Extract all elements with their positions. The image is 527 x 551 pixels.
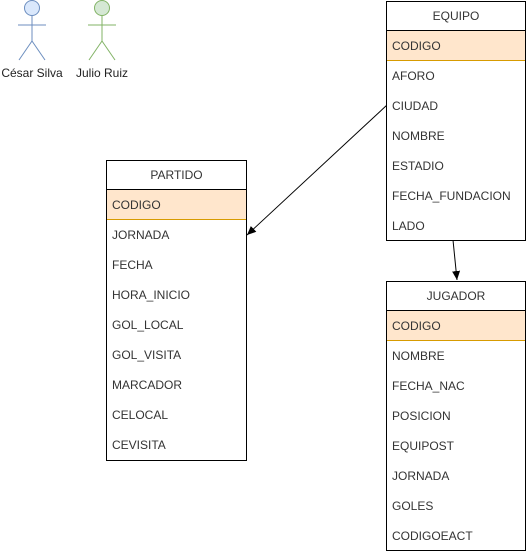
entity-field: NOMBRE bbox=[392, 129, 445, 143]
entity-field: ESTADIO bbox=[392, 159, 444, 173]
entity-title: PARTIDO bbox=[107, 161, 246, 190]
actor-figure-icon bbox=[88, 0, 116, 61]
entity-partido[interactable]: PARTIDO CODIGO JORNADA FECHA HORA_INICIO… bbox=[106, 160, 247, 461]
entity-field: LADO bbox=[392, 219, 425, 233]
entity-field: JORNADA bbox=[392, 469, 450, 483]
entity-field: NOMBRE bbox=[392, 349, 445, 363]
entity-jugador[interactable]: JUGADOR CODIGO NOMBRE FECHA_NAC POSICION… bbox=[386, 281, 526, 551]
actor-label: Julio Ruiz bbox=[75, 66, 129, 80]
actor-figure-icon bbox=[18, 0, 46, 61]
entity-title: EQUIPO bbox=[387, 2, 525, 31]
entity-field: POSICION bbox=[392, 409, 451, 423]
entity-equipo[interactable]: EQUIPO CODIGO AFORO CIUDAD NOMBRE ESTADI… bbox=[386, 1, 526, 241]
entity-title: JUGADOR bbox=[387, 282, 525, 311]
entity-field: CIUDAD bbox=[392, 99, 439, 113]
entity-field: HORA_INICIO bbox=[112, 288, 191, 302]
entity-field: CODIGOEACT bbox=[392, 529, 473, 543]
entity-field: FECHA bbox=[112, 258, 153, 272]
entity-field: CEVISITA bbox=[112, 438, 166, 452]
entity-field: GOLES bbox=[392, 499, 434, 513]
entity-field: AFORO bbox=[392, 69, 435, 83]
entity-field: GOL_LOCAL bbox=[112, 318, 184, 332]
entity-field: FECHA_NAC bbox=[392, 379, 465, 393]
entity-field-primary-key: CODIGO bbox=[387, 31, 525, 61]
entity-field: EQUIPOST bbox=[392, 439, 455, 453]
entity-field: CELOCAL bbox=[112, 408, 169, 422]
actor-label: César Silva bbox=[1, 66, 63, 80]
entity-field-primary-key: CODIGO bbox=[387, 311, 525, 341]
connector-equipo-jugador bbox=[452, 239, 461, 281]
entity-field-primary-key: CODIGO bbox=[107, 190, 246, 220]
entity-field: GOL_VISITA bbox=[112, 348, 182, 362]
connector-equipo-partido bbox=[246, 104, 388, 236]
entity-field: JORNADA bbox=[112, 228, 170, 242]
entity-field: MARCADOR bbox=[112, 378, 183, 392]
entity-field: FECHA_FUNDACION bbox=[392, 189, 511, 203]
